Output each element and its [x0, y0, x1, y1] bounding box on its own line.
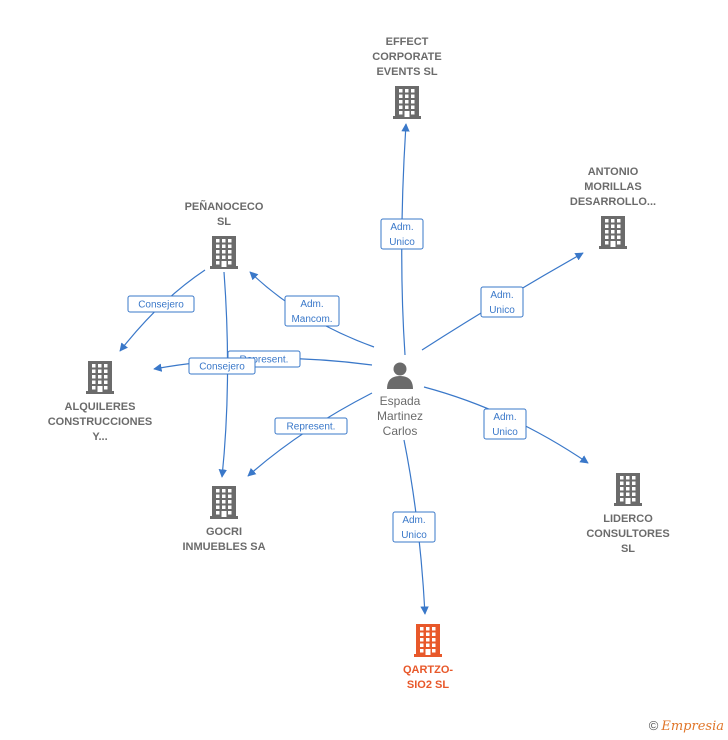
edge-label-alquileres: Consejero — [127, 295, 195, 313]
edge-label-antonio: Adm. Unico — [480, 286, 524, 318]
building-icon[interactable] — [210, 486, 238, 519]
company-name-line: MORILLAS — [584, 181, 641, 193]
edge-label-box — [274, 417, 348, 435]
building-icon[interactable] — [210, 236, 238, 269]
company-name-line: CORPORATE — [372, 51, 441, 63]
person-name-line: Espada — [380, 394, 421, 408]
company-node-penanoceco[interactable]: PEÑANOCECO SL — [185, 200, 264, 269]
edge-label-text: Adm. — [300, 299, 323, 310]
company-name-line: DESARROLLO... — [570, 196, 656, 208]
edge-label-box — [188, 357, 256, 375]
building-icon[interactable] — [599, 216, 627, 249]
person-name-line: Carlos — [383, 424, 418, 438]
edge-label-box — [127, 295, 195, 313]
edge-label-liderco: Adm. Unico — [483, 408, 527, 440]
edge-label-text: Adm. — [493, 412, 516, 423]
edge-label-text: Represent. — [287, 422, 336, 433]
edge-label-text: Unico — [489, 305, 515, 316]
company-name-line: ANTONIO — [588, 166, 639, 178]
edge-label-gocri: Represent. — [274, 417, 348, 435]
company-node-qartzo[interactable]: QARTZO- SIO2 SL — [403, 624, 453, 691]
company-name-line: QARTZO- — [403, 664, 453, 676]
company-name-line: Y... — [92, 431, 107, 443]
person-name-line: Martinez — [377, 409, 423, 423]
edge-label-text: Consejero — [199, 362, 245, 373]
edge-label-effect: Adm. Unico — [380, 218, 424, 250]
company-name-line: LIDERCO — [603, 513, 653, 525]
company-node-gocri[interactable]: GOCRI INMUEBLES SA — [182, 486, 266, 553]
edge-label-text: Adm. — [402, 515, 425, 526]
company-name-line: CONSTRUCCIONES — [48, 416, 153, 428]
edge-label-text: Unico — [401, 530, 427, 541]
edge-label-text: Mancom. — [291, 314, 332, 325]
edge-label-text: Adm. — [390, 222, 413, 233]
company-node-liderco[interactable]: LIDERCO CONSULTORES SL — [586, 473, 670, 555]
edge-label-box — [480, 286, 524, 318]
brand-logo: Empresia — [661, 719, 724, 734]
company-name-line: SL — [217, 216, 231, 228]
building-icon[interactable] — [86, 361, 114, 394]
company-name-line: EVENTS SL — [376, 66, 437, 78]
edge-label-box — [284, 295, 340, 327]
edge-label-text: Unico — [492, 427, 518, 438]
building-icon[interactable] — [393, 86, 421, 119]
company-name-line: GOCRI — [206, 526, 242, 538]
company-name-line: INMUEBLES SA — [182, 541, 265, 553]
company-name-line: SL — [621, 543, 635, 555]
edge-label-text: Unico — [389, 237, 415, 248]
edge-label-text: Represent. — [240, 355, 289, 366]
edge-label-qartzo: Adm. Unico — [392, 511, 436, 543]
person-icon — [387, 362, 413, 389]
edge-label-text: Consejero — [138, 300, 184, 311]
edge-label-box — [392, 511, 436, 543]
company-node-alquileres[interactable]: ALQUILERES CONSTRUCCIONES Y... — [48, 361, 153, 443]
company-name-line: PEÑANOCECO — [185, 200, 264, 213]
edge-label-box — [380, 218, 424, 250]
company-name-line: SIO2 SL — [407, 679, 449, 691]
edge-label-penanoceco: Adm. Mancom. — [284, 295, 340, 327]
company-name-line: ALQUILERES — [65, 401, 136, 413]
company-name-line: CONSULTORES — [586, 528, 669, 540]
building-icon[interactable] — [614, 473, 642, 506]
edge-line-penanoceco-gocri — [218, 271, 229, 478]
footer-brand: ©Empresia — [649, 718, 724, 734]
edge-label-text: Adm. — [490, 290, 513, 301]
company-node-effect[interactable]: EFFECT CORPORATE EVENTS SL — [372, 36, 442, 119]
company-name-line: EFFECT — [386, 36, 429, 48]
company-node-antonio[interactable]: ANTONIO MORILLAS DESARROLLO... — [570, 166, 656, 249]
edge-label-box — [483, 408, 527, 440]
building-icon[interactable] — [414, 624, 442, 657]
edge-label-gocri: Consejero — [188, 357, 256, 375]
copyright-symbol: © — [648, 718, 659, 733]
